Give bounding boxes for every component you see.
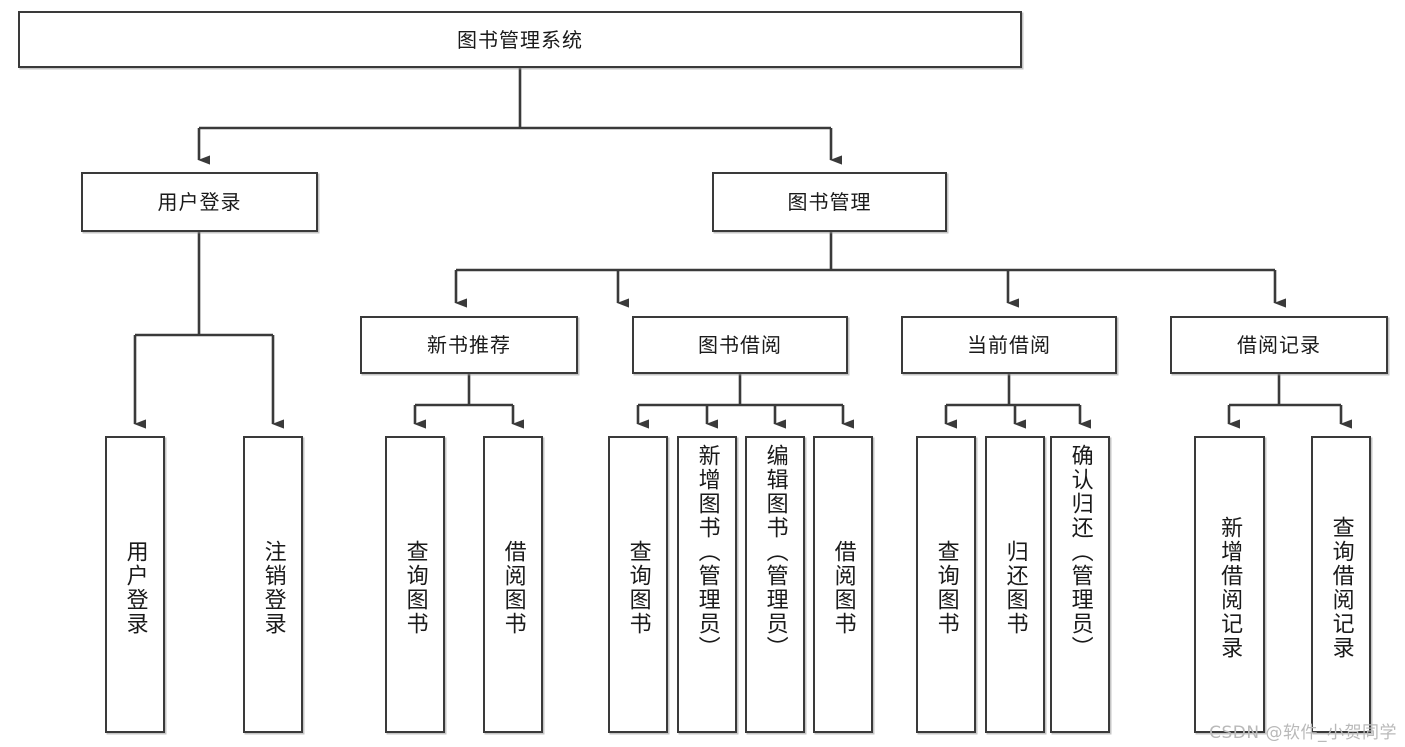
leaf-record-query-record[interactable]: 查询借阅记录: [1311, 436, 1371, 733]
leaf-current-query-book[interactable]: 查询图书: [916, 436, 976, 733]
leaf-user-login-label: 用户登录: [122, 539, 148, 636]
leaf-current-return-book-label: 归还图书: [1002, 539, 1028, 636]
leaf-record-query-record-label: 查询借阅记录: [1328, 515, 1354, 660]
leaf-current-confirm-return-admin[interactable]: 确认归还（管理员）: [1050, 436, 1110, 733]
node-book-borrow-label: 图书借阅: [698, 333, 782, 357]
leaf-current-return-book[interactable]: 归还图书: [985, 436, 1045, 733]
leaf-current-query-book-label: 查询图书: [933, 539, 959, 636]
node-root[interactable]: 图书管理系统: [18, 11, 1022, 68]
leaf-logout-login-label: 注销登录: [260, 539, 286, 636]
leaf-borrow-edit-book-admin[interactable]: 编辑图书（管理员）: [745, 436, 805, 733]
leaf-newbook-borrow-book-label: 借阅图书: [500, 539, 526, 636]
node-new-book-recommend-label: 新书推荐: [427, 333, 511, 357]
node-user-login-label: 用户登录: [157, 190, 242, 214]
leaf-user-login[interactable]: 用户登录: [105, 436, 165, 733]
leaf-borrow-add-book-admin[interactable]: 新增图书（管理员）: [677, 436, 737, 733]
node-borrow-record[interactable]: 借阅记录: [1170, 316, 1388, 374]
leaf-borrow-borrow-book-label: 借阅图书: [830, 539, 856, 636]
node-book-management-label: 图书管理: [787, 190, 872, 214]
leaf-logout-login[interactable]: 注销登录: [243, 436, 303, 733]
node-book-borrow[interactable]: 图书借阅: [632, 316, 848, 374]
leaf-borrow-edit-book-admin-label: 编辑图书（管理员）: [762, 444, 788, 660]
leaf-record-add-record[interactable]: 新增借阅记录: [1194, 436, 1265, 733]
leaf-borrow-add-book-admin-label: 新增图书（管理员）: [694, 444, 720, 660]
node-user-login[interactable]: 用户登录: [81, 172, 318, 232]
node-current-borrow[interactable]: 当前借阅: [901, 316, 1117, 374]
leaf-borrow-borrow-book[interactable]: 借阅图书: [813, 436, 873, 733]
leaf-newbook-query-book[interactable]: 查询图书: [385, 436, 445, 733]
leaf-borrow-query-book[interactable]: 查询图书: [608, 436, 668, 733]
node-borrow-record-label: 借阅记录: [1237, 333, 1321, 357]
leaf-record-add-record-label: 新增借阅记录: [1217, 515, 1243, 660]
node-book-management[interactable]: 图书管理: [712, 172, 947, 232]
leaf-newbook-query-book-label: 查询图书: [402, 539, 428, 636]
leaf-current-confirm-return-admin-label: 确认归还（管理员）: [1067, 444, 1093, 660]
node-new-book-recommend[interactable]: 新书推荐: [360, 316, 578, 374]
leaf-newbook-borrow-book[interactable]: 借阅图书: [483, 436, 543, 733]
leaf-borrow-query-book-label: 查询图书: [625, 539, 651, 636]
node-current-borrow-label: 当前借阅: [967, 333, 1051, 357]
node-root-label: 图书管理系统: [457, 27, 583, 52]
